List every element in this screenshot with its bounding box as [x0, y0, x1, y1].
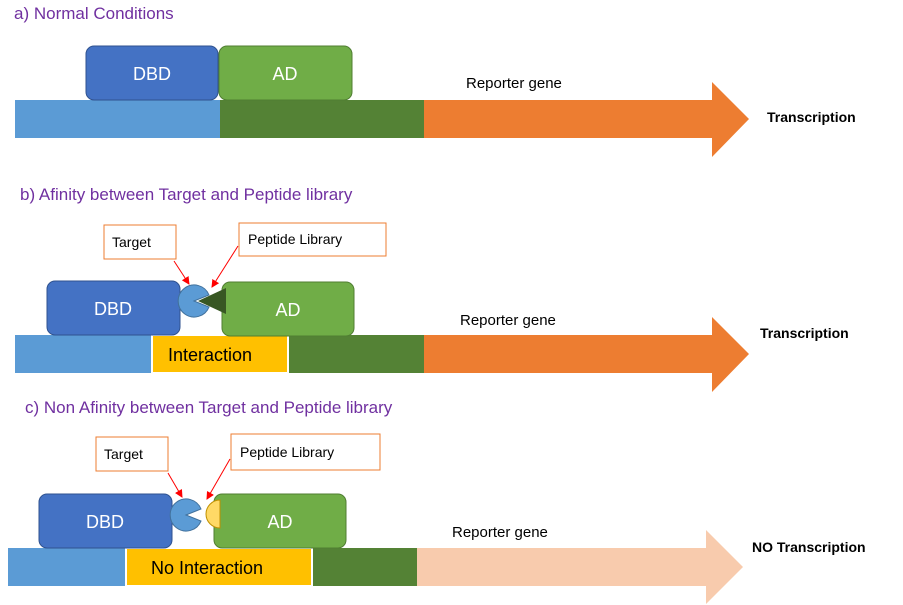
- panel-c-reporter-label: Reporter gene: [452, 524, 548, 541]
- panel-a-ad-label: AD: [272, 64, 297, 84]
- panel-b-reporter-arrow: [424, 317, 749, 392]
- panel-c-interaction-box: [125, 547, 313, 587]
- panel-a-reporter-label: Reporter gene: [466, 75, 562, 92]
- panel-b-interaction-box: [151, 334, 289, 374]
- panel-b-peptide-shape: [198, 288, 226, 314]
- panel-a-ad-box: [218, 45, 353, 101]
- panel-a-bar-green: [220, 100, 424, 138]
- panel-c-dbd-label: DBD: [86, 512, 124, 532]
- panel-b: b) Afinity between Target and Peptide li…: [15, 185, 849, 392]
- panel-b-dbd-label: DBD: [94, 299, 132, 319]
- panel-c-peptide-shape: [205, 499, 221, 529]
- panel-c-reporter-arrow: [417, 530, 743, 604]
- panel-c-result-label: NO Transcription: [752, 539, 866, 555]
- panel-b-target-shape: [177, 284, 210, 318]
- panel-a-result-label: Transcription: [767, 109, 856, 125]
- panel-b-bar-blue: [15, 335, 152, 373]
- panel-b-title: b) Afinity between Target and Peptide li…: [20, 185, 353, 204]
- panel-b-target-pointer: [173, 260, 190, 285]
- panel-b-target-callout: [103, 224, 177, 260]
- panel-b-interaction-label: Interaction: [168, 345, 252, 365]
- panel-c-peptide-callout: [230, 433, 381, 471]
- panel-c-peptide-pointer: [206, 458, 231, 500]
- panel-c-title: c) Non Afinity between Target and Peptid…: [25, 398, 393, 417]
- panel-c-bar-green: [312, 548, 417, 586]
- panel-a-dbd-box: [85, 45, 219, 101]
- panel-b-ad-label: AD: [275, 300, 300, 320]
- panel-c-target-pointer: [167, 472, 183, 498]
- panel-c-target-label: Target: [104, 446, 143, 462]
- panel-b-bar-green: [288, 335, 424, 373]
- panel-a-bar-blue: [15, 100, 220, 138]
- panel-b-peptide-callout: [238, 222, 387, 257]
- panel-a: a) Normal Conditions DBD AD Reporter gen…: [14, 4, 856, 157]
- panel-b-peptide-label: Peptide Library: [248, 231, 342, 247]
- panel-a-reporter-arrow: [424, 82, 749, 157]
- panel-b-peptide-pointer: [211, 245, 239, 288]
- panel-a-title: a) Normal Conditions: [14, 4, 174, 23]
- panel-c-bar-blue: [8, 548, 126, 586]
- panel-b-target-label: Target: [112, 234, 151, 250]
- panel-c: c) Non Afinity between Target and Peptid…: [8, 398, 866, 604]
- panel-c-target-shape: [169, 498, 202, 532]
- panel-c-peptide-label: Peptide Library: [240, 444, 334, 460]
- panel-c-ad-label: AD: [267, 512, 292, 532]
- panel-b-reporter-label: Reporter gene: [460, 312, 556, 329]
- panel-a-dbd-label: DBD: [133, 64, 171, 84]
- panel-c-target-callout: [95, 436, 169, 472]
- panel-c-interaction-label: No Interaction: [151, 558, 263, 578]
- panel-b-result-label: Transcription: [760, 325, 849, 341]
